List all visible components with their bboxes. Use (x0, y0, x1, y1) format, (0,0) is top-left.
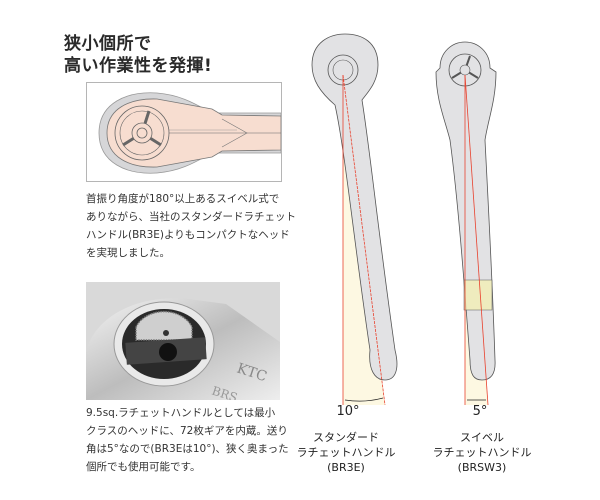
headline-line-1: 狭小個所で (64, 34, 152, 54)
ratchet-gear-photo: KTC BRS (86, 282, 280, 400)
swivel-caption-type: ラチェットハンドル (432, 446, 532, 459)
swivel-caption-name: スイベル (460, 431, 504, 444)
headline: 狭小個所で 高い作業性を発揮! (64, 33, 212, 77)
swivel-description-line: ありながら、当社のスタンダードラチェット (86, 211, 296, 223)
gear-closeup-illustration: KTC BRS (86, 282, 280, 400)
swivel-description-line: ハンドル(BR3E)よりもコンパクトなヘッド (86, 229, 290, 241)
gear-description-line: 角は5°なので(BR3Eは10°)、狭く奥まった (86, 443, 289, 455)
standard-caption-type: ラチェットハンドル (296, 446, 396, 459)
headline-line-2: 高い作業性を発揮! (64, 56, 213, 76)
standard-caption-name: スタンダード (313, 431, 379, 444)
gear-description-line: 9.5sq.ラチェットハンドルとしては最小 (86, 407, 276, 419)
head-cross-section-figure (86, 82, 282, 182)
swivel-description-line: 首振り角度が180°以上あるスイベル式で (86, 193, 280, 205)
swivel-caption-model: (BRSW3) (457, 461, 507, 474)
gear-description-line: クラスのヘッドに、72枚ギアを内蔵。送り (86, 425, 288, 437)
ratchet-head-cutaway-illustration (98, 92, 282, 174)
standard-ratchet-caption: スタンダード ラチェットハンドル (BR3E) (286, 430, 406, 475)
swivel-description: 首振り角度が180°以上あるスイベル式で ありながら、当社のスタンダードラチェッ… (86, 190, 296, 262)
ratchet-outline-illustration (311, 33, 497, 406)
swivel-description-line: を実現しました。 (86, 247, 170, 259)
swivel-angle-label: 5° (472, 404, 488, 419)
swivel-ratchet-caption: スイベル ラチェットハンドル (BRSW3) (422, 430, 542, 475)
gear-description-line: 個所でも使用可能です。 (86, 461, 201, 473)
ratchet-comparison-diagram (300, 30, 550, 410)
standard-angle-label: 10° (336, 404, 360, 419)
gear-description: 9.5sq.ラチェットハンドルとしては最小 クラスのヘッドに、72枚ギアを内蔵。… (86, 404, 298, 476)
standard-caption-model: (BR3E) (327, 461, 365, 474)
